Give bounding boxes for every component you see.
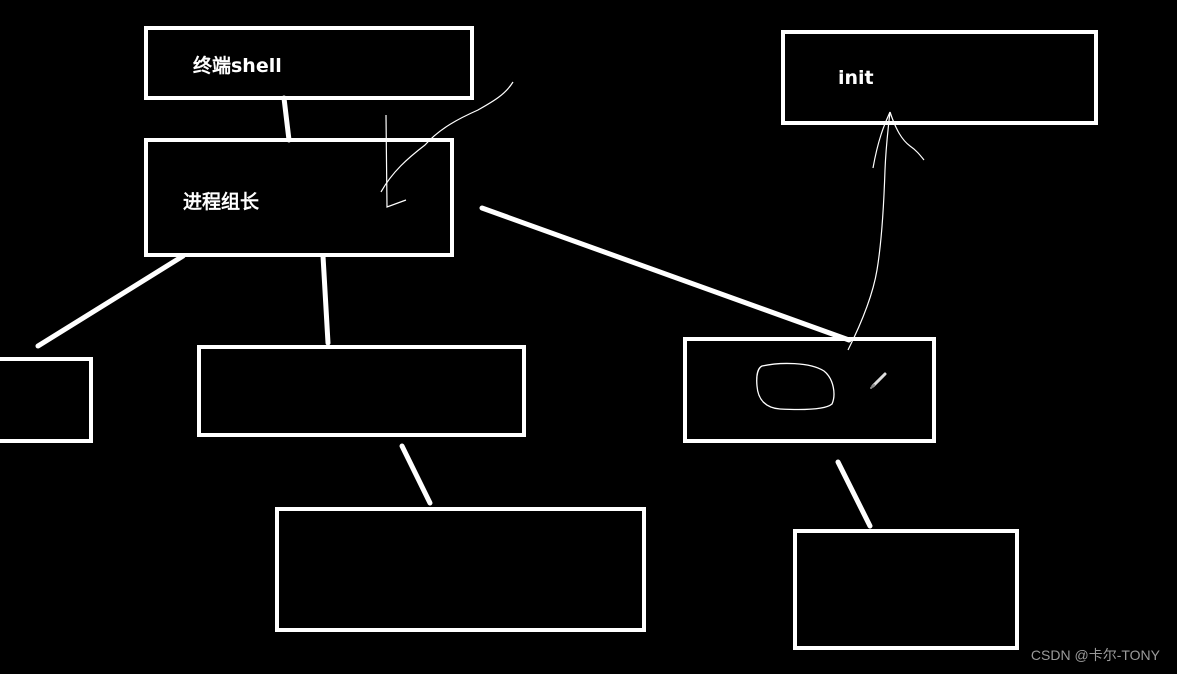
freehand-blob [756,362,835,411]
label-init: init [838,67,874,89]
node-init [781,30,1098,125]
node-group-leader [144,138,454,257]
label-group-leader: 进程组长 [183,191,260,213]
freehand-arrowhead-left [872,111,891,169]
node-left-child [0,357,93,443]
node-right-child [683,337,936,443]
edge-shell-to-leader [281,95,292,143]
node-middle-child [197,345,526,437]
label-terminal-shell: 终端shell [193,55,282,77]
edge-middle-to-grandchild [399,443,433,506]
freehand-vertical-stroke [385,114,407,208]
edge-right-to-grandchild [835,459,873,529]
node-middle-grandchild [275,507,646,632]
edge-leader-to-right-child [479,205,852,343]
freehand-reparent-stroke [847,111,891,351]
freehand-arrowhead-right [889,111,925,161]
node-terminal-shell [144,26,474,100]
watermark-text: CSDN @卡尔-TONY [1030,647,1160,663]
freehand-curve-stroke [380,81,514,193]
pen-cursor-icon [870,372,887,389]
node-right-grandchild [793,529,1019,650]
edge-leader-to-left-child [35,253,186,349]
edge-leader-to-middle-child [320,253,331,346]
